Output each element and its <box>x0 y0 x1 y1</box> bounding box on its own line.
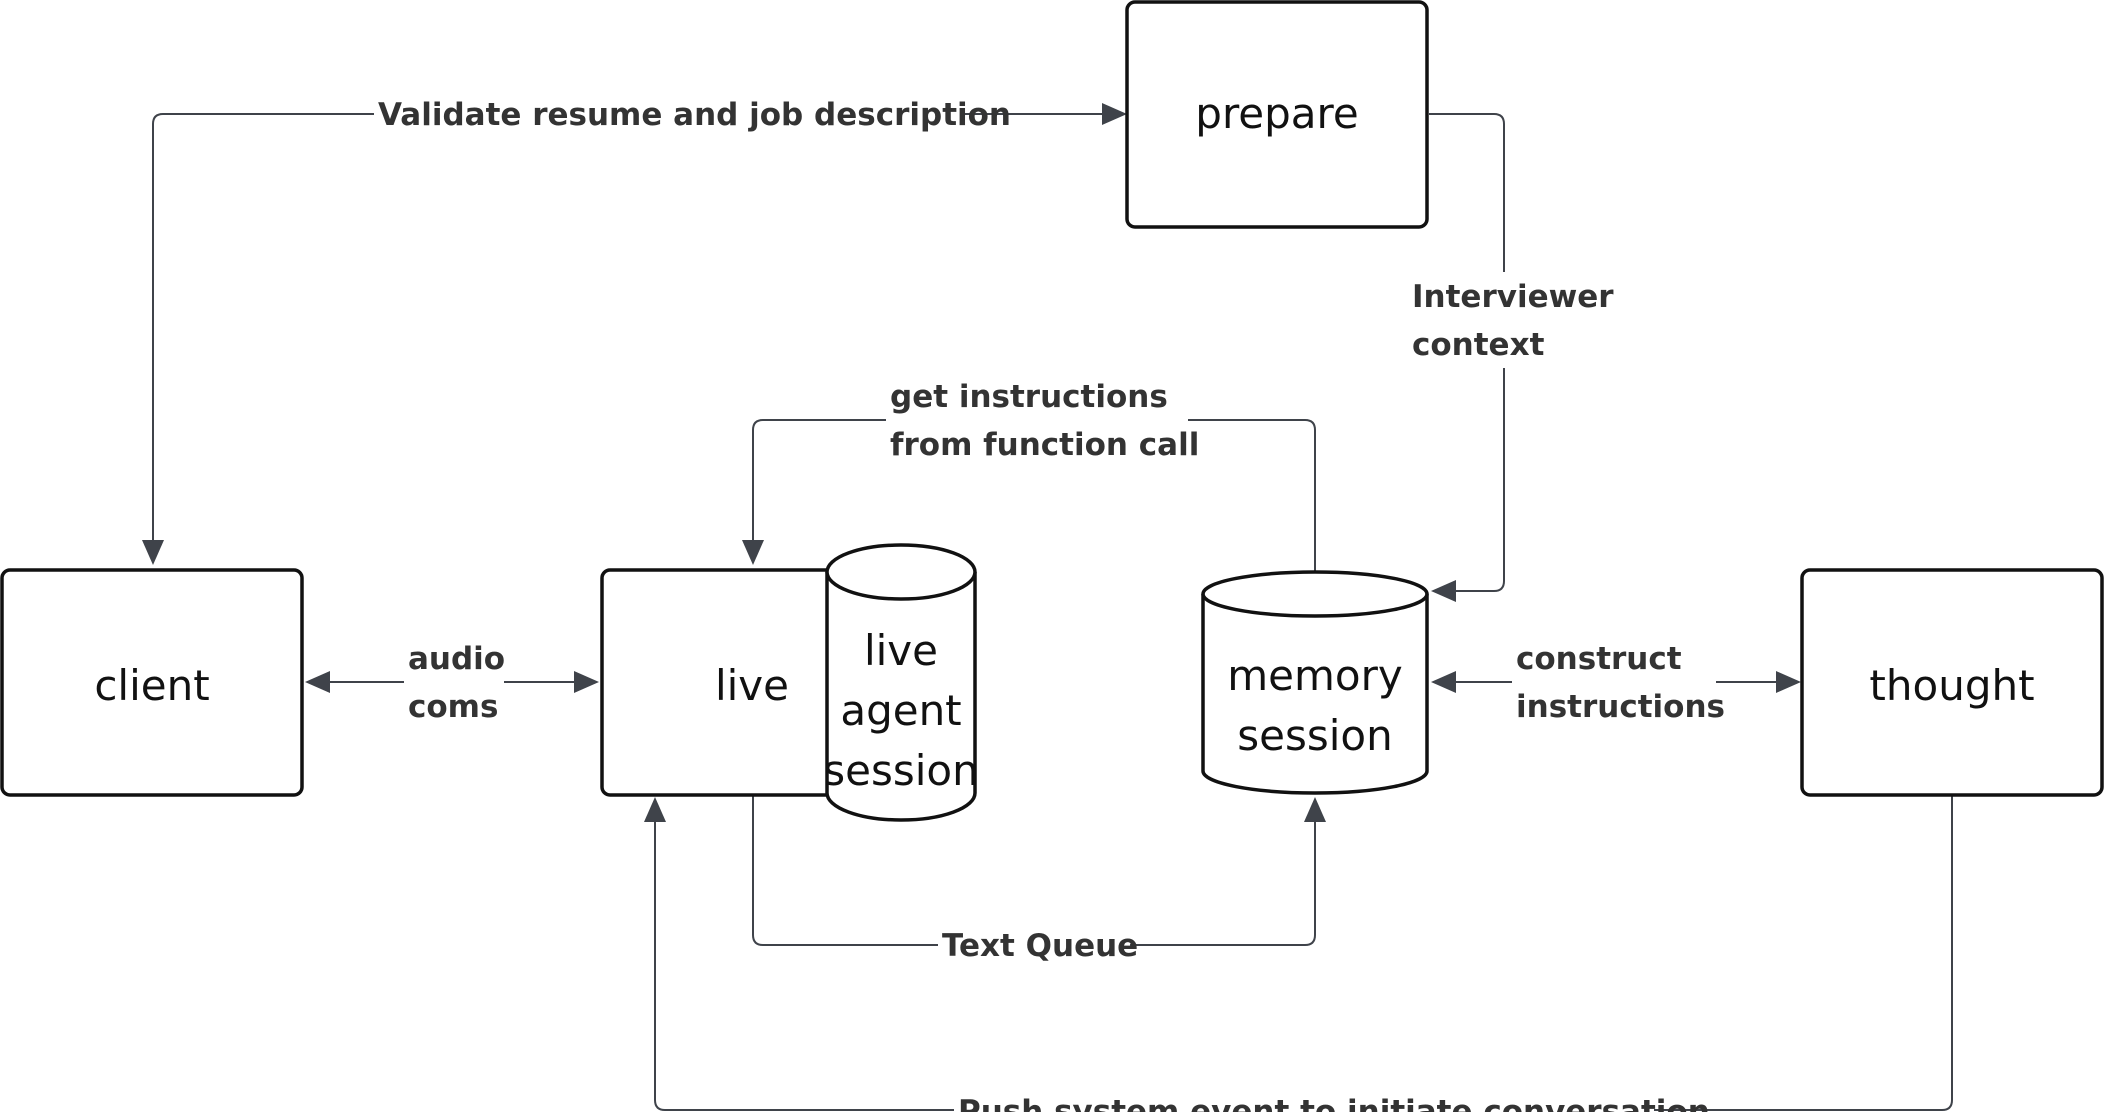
arrowhead-thought-left <box>1776 671 1801 693</box>
connector-push-event <box>654 796 1953 1111</box>
edge-label-construct-instructions-2: instructions <box>1516 689 1725 725</box>
edge-label-validate: Validate resume and job description <box>378 97 1011 133</box>
edge-label-audio-coms-1: audio <box>408 641 505 677</box>
arrowhead-live-top <box>742 540 764 565</box>
arrowhead-memory-bottom <box>1304 797 1326 822</box>
arrowhead-memory-top-right <box>1431 580 1456 602</box>
node-memory-session-label-1: memory <box>1227 651 1403 700</box>
edge-label-get-instructions-2: from function call <box>890 427 1199 463</box>
edge-label-push-event: Push system event to initiate conversati… <box>958 1094 1710 1112</box>
arrowhead-client-top <box>142 540 164 565</box>
edge-label-get-instructions-1: get instructions <box>890 379 1168 415</box>
arrowhead-memory-right <box>1431 671 1456 693</box>
arrowhead-live-bottom <box>644 797 666 822</box>
node-live-agent-session-label-1: live <box>864 626 938 675</box>
edge-label-interviewer-context-1: Interviewer <box>1412 279 1614 315</box>
arrowhead-prepare-left <box>1102 103 1127 125</box>
node-client: client <box>0 568 304 797</box>
node-live-label: live <box>715 661 789 710</box>
node-memory-session-label-2: session <box>1237 711 1392 760</box>
edge-label-construct-instructions-1: construct <box>1516 641 1682 677</box>
edge-label-interviewer-context-2: context <box>1412 327 1545 363</box>
connector-validate <box>152 113 1110 548</box>
edge-label-audio-coms-2: coms <box>408 689 498 725</box>
arrowhead-client-right <box>305 671 330 693</box>
node-thought: thought <box>1800 568 2104 797</box>
node-live-agent-session-label-2: agent <box>840 686 961 735</box>
node-live-agent-session-label-3: session <box>823 746 978 795</box>
arrowhead-live-left <box>574 671 599 693</box>
node-memory-session: memory session <box>1201 570 1429 795</box>
node-client-label: client <box>94 661 209 710</box>
node-prepare-label: prepare <box>1195 89 1358 138</box>
node-thought-label: thought <box>1869 661 2034 710</box>
edge-label-text-queue: Text Queue <box>942 928 1138 964</box>
node-prepare: prepare <box>1125 0 1429 229</box>
node-live-agent-session: live agent session <box>823 543 979 822</box>
